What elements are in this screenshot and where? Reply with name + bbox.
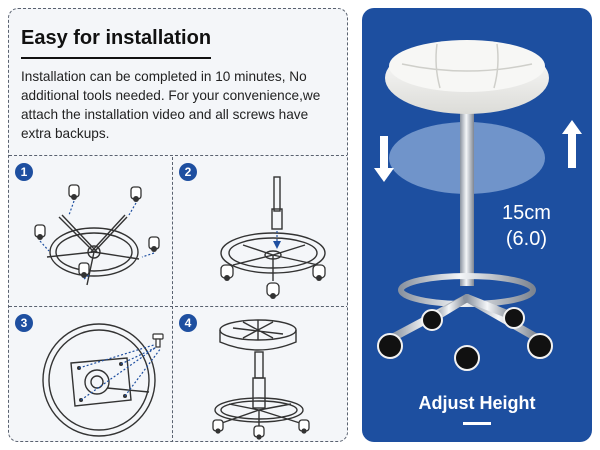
steps-divider (9, 306, 347, 307)
height-arrows (374, 120, 582, 182)
title-underline (21, 57, 211, 59)
step-2: 2 (173, 157, 347, 306)
gas-lift-column (460, 96, 474, 286)
caster-wheels (377, 307, 553, 371)
installation-title: Easy for installation (21, 27, 212, 49)
height-measurement: 15cm (6.0) (502, 200, 551, 252)
assembled-stool-icon (212, 319, 310, 440)
installation-intro: Easy for installation Installation can b… (9, 9, 347, 155)
adjust-height-panel: 15cm (6.0) Adjust Height (362, 8, 592, 442)
height-in: (6.0) (505, 228, 548, 250)
section-divider (9, 155, 347, 156)
adjust-height-label: Adjust Height (418, 393, 536, 413)
step-1-badge: 1 (15, 163, 33, 181)
stool-photo (374, 40, 582, 371)
installation-panel: Easy for installation Installation can b… (8, 8, 348, 442)
steps-column-divider (172, 157, 173, 441)
installation-description: Installation can be completed in 10 minu… (21, 69, 321, 141)
step-2-badge: 2 (179, 163, 197, 181)
stool-seat (385, 40, 549, 114)
seat-screws-icon (42, 323, 164, 437)
adjust-underline (463, 422, 491, 425)
step-3: 3 (9, 308, 172, 441)
height-cm: 15cm (502, 202, 551, 224)
step-4: 4 (173, 308, 347, 441)
step-3-badge: 3 (15, 314, 33, 332)
base-casters-icon (34, 184, 160, 286)
gas-lift-insert-icon (220, 176, 326, 299)
step-4-badge: 4 (179, 314, 197, 332)
step-1: 1 (9, 157, 172, 306)
